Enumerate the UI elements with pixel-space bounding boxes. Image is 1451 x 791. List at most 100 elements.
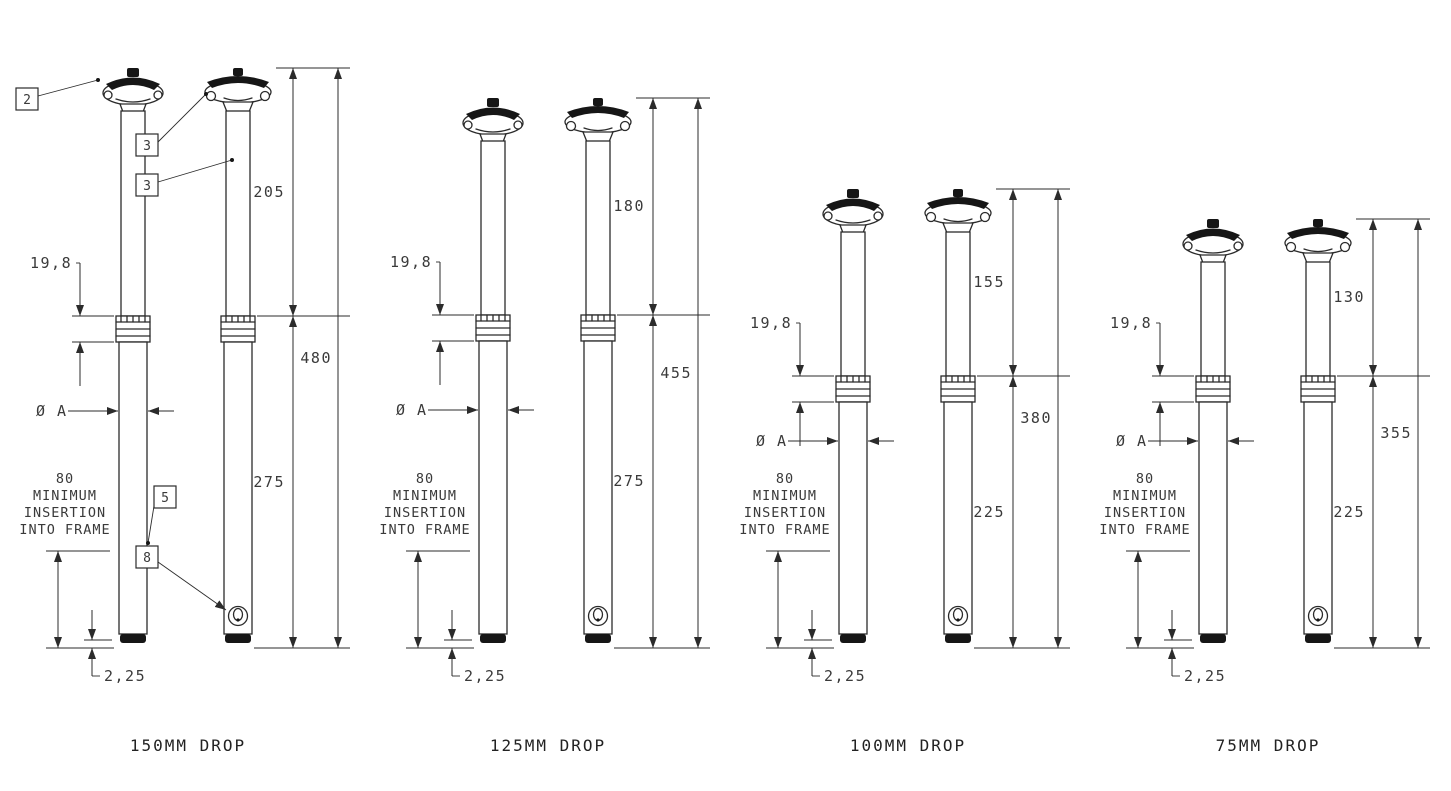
dim-lower-length: 275 <box>253 316 350 649</box>
svg-text:INTO FRAME: INTO FRAME <box>739 522 830 538</box>
panel-100mm-drop: 155 225 380 19,8 Ø A <box>728 28 1088 755</box>
dim-tip-label: 2,25 <box>1184 667 1226 685</box>
panel-caption: 75MM DROP <box>1215 736 1321 755</box>
svg-text:INSERTION: INSERTION <box>1104 505 1186 521</box>
callout-8: 8 <box>135 545 227 611</box>
dim-lower-label: 225 <box>973 503 1005 521</box>
seatpost-view-left <box>1182 218 1244 643</box>
min-insertion-note: 80 MINIMUM INSERTION INTO FRAME <box>739 471 834 649</box>
seatpost-view-right <box>564 97 632 643</box>
min-insertion-note: 80 MINIMUM INSERTION INTO FRAME <box>379 471 474 649</box>
svg-text:INSERTION: INSERTION <box>384 505 466 521</box>
svg-text:MINIMUM: MINIMUM <box>1113 488 1177 504</box>
dim-overall-length: 355 <box>1380 219 1422 648</box>
svg-text:INTO FRAME: INTO FRAME <box>1099 522 1190 538</box>
svg-text:3: 3 <box>143 139 151 154</box>
callout-3-lower: 3 <box>135 158 234 197</box>
dim-tip: 2,25 <box>804 610 866 685</box>
dim-lower-length: 275 <box>613 315 710 649</box>
dim-collar-height: 19,8 <box>1110 314 1194 446</box>
dim-lower-length: 225 <box>1333 376 1430 649</box>
diameter-label: Ø A <box>1116 432 1148 450</box>
drawing-75mm: 130 225 355 19,8 Ø A <box>1099 218 1430 685</box>
dim-lower-label: 275 <box>253 473 285 491</box>
svg-text:80: 80 <box>56 471 74 487</box>
dim-travel-label: 155 <box>973 273 1005 291</box>
diameter-label: Ø A <box>396 401 428 419</box>
diameter-label: Ø A <box>36 402 68 420</box>
dim-tip-label: 2,25 <box>464 667 506 685</box>
dim-tip-label: 2,25 <box>824 667 866 685</box>
min-insertion-note: 80 MINIMUM INSERTION INTO FRAME <box>1099 471 1194 649</box>
panel-caption: 125MM DROP <box>489 736 607 755</box>
dim-travel: 180 <box>613 97 710 316</box>
dim-travel-label: 205 <box>253 183 285 201</box>
cable-actuator <box>227 605 249 627</box>
drawing-100mm: 155 225 380 19,8 Ø A <box>739 188 1070 685</box>
dim-overall-length: 480 <box>300 68 342 648</box>
callout-2: 2 <box>15 78 100 111</box>
svg-text:80: 80 <box>776 471 794 487</box>
dim-collar-label: 19,8 <box>390 253 432 271</box>
seatpost-view-right <box>924 188 992 643</box>
svg-text:2: 2 <box>23 93 31 108</box>
dim-collar-height: 19,8 <box>390 253 474 385</box>
drawing-150mm: 205 275 480 19,8 Ø A <box>15 67 350 685</box>
svg-text:INTO FRAME: INTO FRAME <box>19 522 110 538</box>
panel-125mm-drop: 180 275 455 19,8 Ø A <box>368 28 728 755</box>
dim-diameter: Ø A <box>756 432 894 450</box>
panel-75mm-drop: 130 225 355 19,8 Ø A <box>1088 28 1448 755</box>
dim-collar-label: 19,8 <box>30 254 72 272</box>
seatpost-view-right <box>204 67 272 643</box>
dim-overall-length: 455 <box>660 98 702 648</box>
dim-overall-label: 355 <box>1380 424 1412 442</box>
dim-lower-length: 225 <box>973 376 1070 649</box>
dim-tip-label: 2,25 <box>104 667 146 685</box>
dim-overall-label: 480 <box>300 349 332 367</box>
svg-text:INTO FRAME: INTO FRAME <box>379 522 470 538</box>
dim-overall-label: 455 <box>660 364 692 382</box>
dim-collar-height: 19,8 <box>30 254 114 386</box>
panel-caption: 100MM DROP <box>849 736 967 755</box>
panel-caption: 150MM DROP <box>129 736 247 755</box>
dim-tip: 2,25 <box>1164 610 1226 685</box>
seatpost-view-left <box>822 188 884 643</box>
callout-3-upper: 3 <box>135 92 208 157</box>
seatpost-view-left <box>462 97 524 643</box>
dim-collar-label: 19,8 <box>750 314 792 332</box>
seatpost-view-right <box>1284 218 1352 643</box>
svg-text:MINIMUM: MINIMUM <box>393 488 457 504</box>
svg-text:MINIMUM: MINIMUM <box>33 488 97 504</box>
dim-travel-label: 130 <box>1333 288 1365 306</box>
dim-overall-length: 380 <box>1020 189 1062 648</box>
svg-text:8: 8 <box>143 551 151 566</box>
svg-text:80: 80 <box>1136 471 1154 487</box>
dim-lower-label: 275 <box>613 472 645 490</box>
diameter-label: Ø A <box>756 432 788 450</box>
dim-travel-label: 180 <box>613 197 645 215</box>
dim-overall-label: 380 <box>1020 409 1052 427</box>
cable-actuator <box>1307 605 1329 627</box>
cable-actuator <box>947 605 969 627</box>
dim-collar-height: 19,8 <box>750 314 834 446</box>
cable-actuator <box>587 605 609 627</box>
drawing-125mm: 180 275 455 19,8 Ø A <box>379 97 710 685</box>
dim-lower-label: 225 <box>1333 503 1365 521</box>
svg-text:MINIMUM: MINIMUM <box>753 488 817 504</box>
svg-text:5: 5 <box>161 491 169 506</box>
svg-text:3: 3 <box>143 179 151 194</box>
dim-diameter: Ø A <box>36 402 174 420</box>
dim-collar-label: 19,8 <box>1110 314 1152 332</box>
dim-tip: 2,25 <box>444 610 506 685</box>
dim-diameter: Ø A <box>1116 432 1254 450</box>
dim-travel: 130 <box>1333 218 1430 377</box>
svg-text:INSERTION: INSERTION <box>744 505 826 521</box>
dim-travel: 205 <box>253 67 350 317</box>
svg-text:INSERTION: INSERTION <box>24 505 106 521</box>
panel-150mm-drop: 205 275 480 19,8 Ø A <box>8 28 368 755</box>
dim-tip: 2,25 <box>84 610 146 685</box>
drawing-sheet: 205 275 480 19,8 Ø A <box>8 28 1448 755</box>
dim-diameter: Ø A <box>396 401 534 419</box>
min-insertion-note: 80 MINIMUM INSERTION INTO FRAME <box>19 471 114 649</box>
svg-text:80: 80 <box>416 471 434 487</box>
